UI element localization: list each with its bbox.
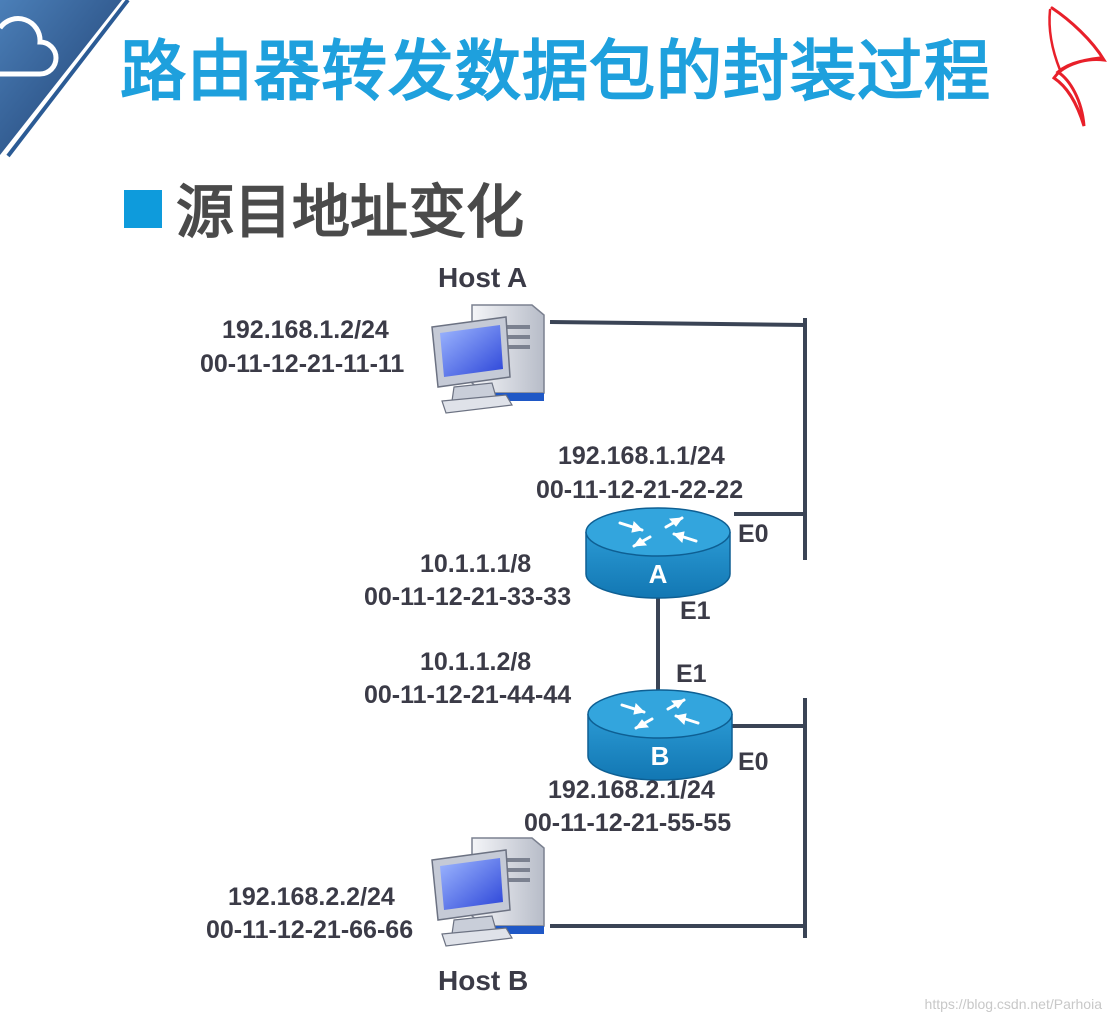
host-b-mac: 00-11-12-21-66-66 — [206, 916, 414, 944]
host-a-ip: 192.168.1.2/24 — [222, 316, 389, 344]
router-a-e0-mac: 00-11-12-21-22-22 — [536, 476, 744, 504]
host-b-computer-icon — [431, 837, 545, 947]
router-b-e1-label: E1 — [676, 660, 707, 688]
host-a-mac: 00-11-12-21-11-11 — [200, 350, 405, 378]
cloud-logo-icon — [0, 0, 130, 158]
red-pen-mark-icon — [1048, 6, 1107, 127]
router-b-e1-mac: 00-11-12-21-44-44 — [364, 681, 572, 709]
watermark: https://blog.csdn.net/Parhoia — [924, 996, 1102, 1012]
bullet-square — [124, 190, 162, 228]
router-a-e1-mac: 00-11-12-21-33-33 — [364, 583, 572, 611]
slide-title: 路由器转发数据包的封装过程 — [120, 33, 991, 110]
router-b-letter: B — [651, 741, 670, 771]
router-a-e1-label: E1 — [680, 597, 711, 625]
host-b-name: Host B — [438, 965, 529, 996]
host-a-name: Host A — [438, 262, 528, 293]
router-b-e1-ip: 10.1.1.2/8 — [420, 648, 532, 676]
router-b-e0-label: E0 — [738, 748, 769, 776]
slide-subtitle: 源目地址变化 — [176, 178, 525, 246]
router-b-e0-ip: 192.168.2.1/24 — [548, 776, 715, 804]
network-links — [549, 318, 807, 938]
router-b-e0-mac: 00-11-12-21-55-55 — [524, 809, 732, 837]
router-a-e0-label: E0 — [738, 520, 769, 548]
router-a-e1-ip: 10.1.1.1/8 — [420, 550, 532, 578]
router-a-letter: A — [649, 559, 668, 589]
host-b-ip: 192.168.2.2/24 — [228, 883, 395, 911]
host-a-computer-icon — [431, 304, 545, 414]
router-a-e0-ip: 192.168.1.1/24 — [558, 442, 725, 470]
